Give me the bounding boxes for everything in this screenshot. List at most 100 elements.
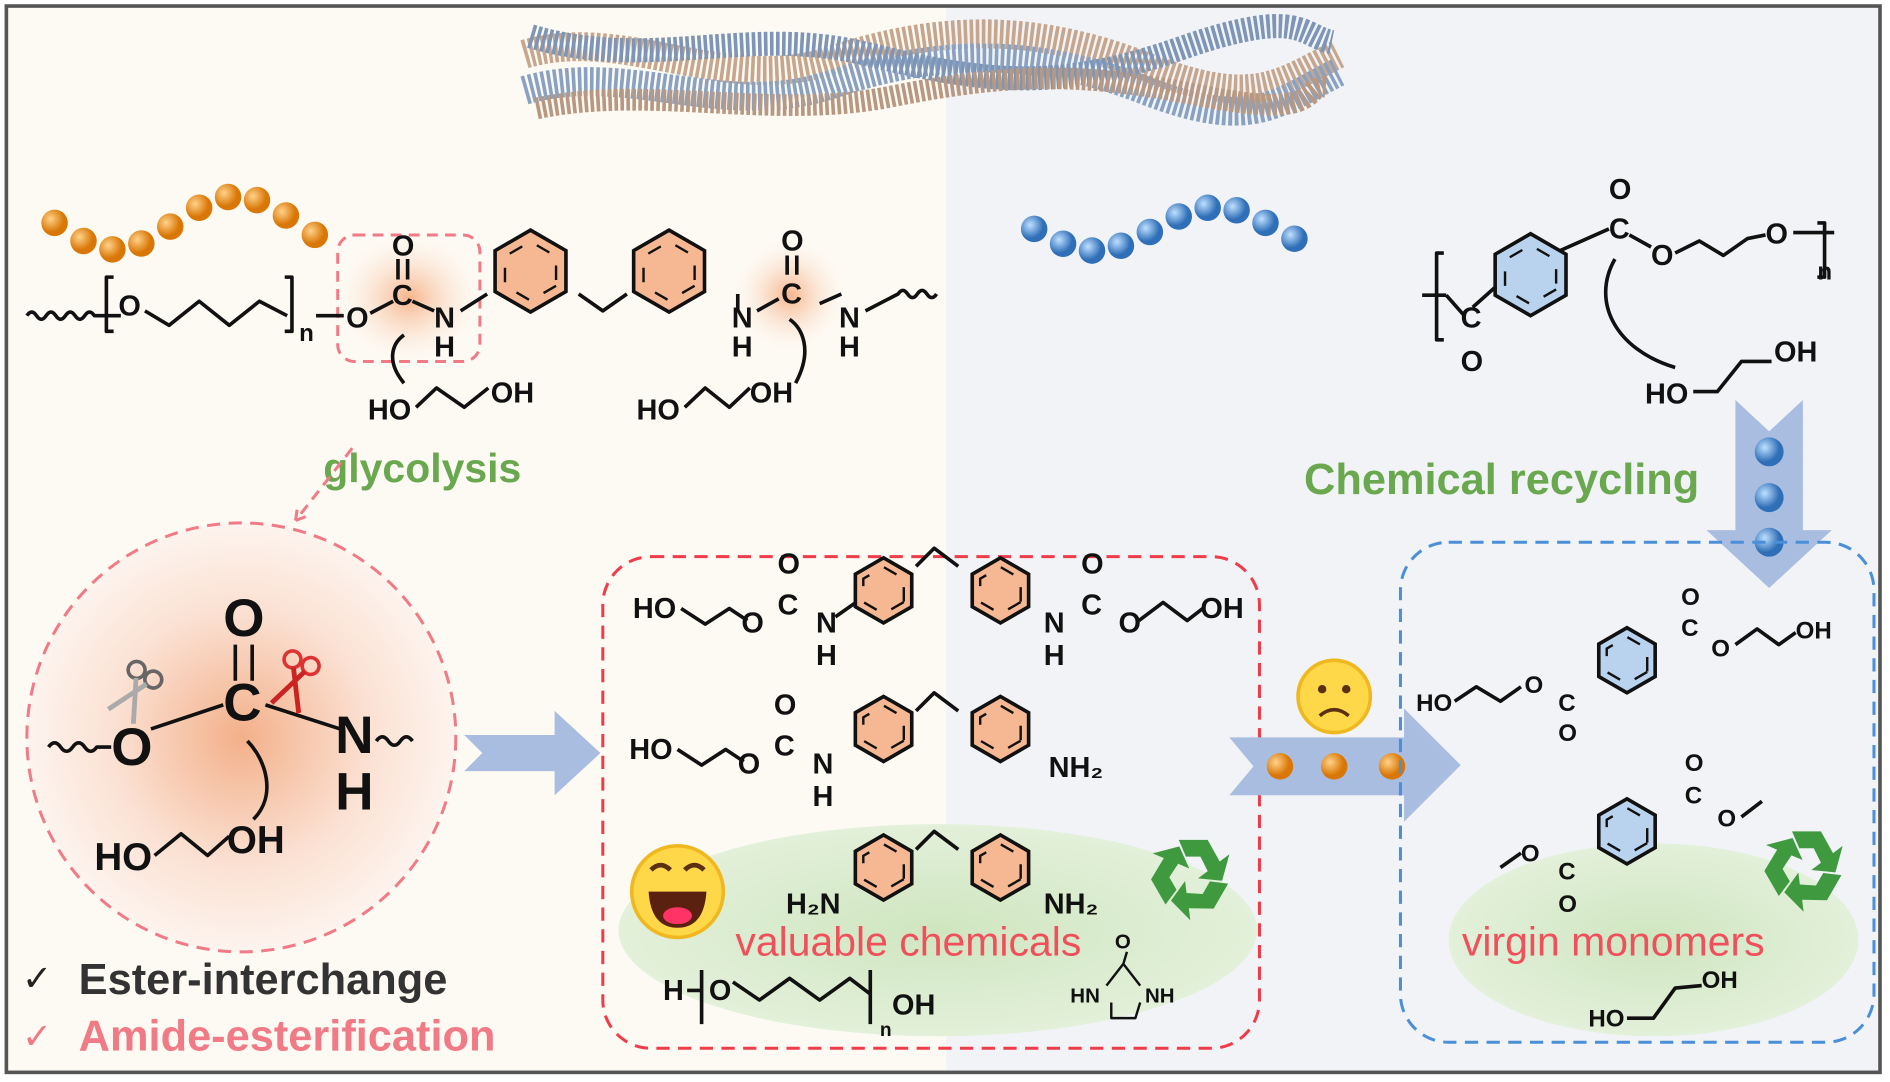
atom: N xyxy=(812,749,833,781)
atom: H xyxy=(335,763,373,822)
atom: C xyxy=(774,730,795,762)
polyurethane-structure: O n O O C N H N H O C N H HO OH HO OH xyxy=(25,226,939,426)
atom: O xyxy=(392,230,414,262)
polymer-fiber xyxy=(520,14,1345,126)
check-icon: ✓ xyxy=(22,1015,52,1056)
recycle-icon xyxy=(1764,831,1843,912)
atom: OH xyxy=(892,990,935,1022)
benzene-inner-bond xyxy=(978,565,1022,616)
atom: C xyxy=(778,589,799,621)
atom: HO xyxy=(633,593,676,625)
glycolysis-label: glycolysis xyxy=(323,445,521,491)
atom: O xyxy=(1119,608,1141,640)
bead xyxy=(41,209,68,237)
atom: HO xyxy=(629,734,672,766)
scissors-icon xyxy=(269,649,321,714)
recycle-arrow xyxy=(1792,831,1843,873)
mechanism-list: ✓ Ester-interchange ✓ Amide-esterificati… xyxy=(22,956,495,1061)
atom: O xyxy=(709,975,731,1007)
amide-esterification-label: Amide-esterification xyxy=(79,1013,496,1061)
benzene-inner-bond xyxy=(978,704,1022,754)
benzene-inner-bond xyxy=(862,565,905,616)
cleavage-detail: O C O N H HO OH xyxy=(25,521,458,954)
atom: HO xyxy=(94,836,152,879)
atom: C xyxy=(223,674,261,733)
atom: C xyxy=(1685,783,1702,810)
atom: HN xyxy=(1070,984,1100,1007)
atom: H xyxy=(812,781,833,813)
valuable-chemicals-label: valuable chemicals xyxy=(735,918,1081,964)
chemical-recycling-label: Chemical recycling xyxy=(1304,456,1699,504)
atom: O xyxy=(1717,806,1736,833)
atom: O xyxy=(778,549,800,581)
atom: N xyxy=(839,303,860,335)
pet-structure: C O C O O O n HO OH xyxy=(1422,174,1835,411)
benzene-inner-bond xyxy=(862,704,905,754)
atom: N xyxy=(732,303,753,335)
atom: H xyxy=(663,975,684,1007)
atom: C xyxy=(1681,615,1698,642)
atom: H₂N xyxy=(786,888,841,920)
atom: O xyxy=(1766,218,1788,250)
atom: NH xyxy=(1145,984,1175,1007)
atom: OH xyxy=(1702,967,1738,994)
bead xyxy=(1194,194,1221,221)
atom: O xyxy=(111,718,152,777)
bead xyxy=(1378,753,1406,780)
atom: O xyxy=(1081,549,1103,581)
bead xyxy=(1078,237,1106,264)
atom: C xyxy=(1461,303,1482,335)
atom: OH xyxy=(227,819,285,862)
atom: NH₂ xyxy=(1049,752,1104,784)
process-arrow xyxy=(464,710,601,796)
glycolysis-dashed-arrow xyxy=(294,447,354,522)
frame xyxy=(4,4,1882,1075)
atom: O xyxy=(1651,240,1673,272)
atom: O xyxy=(1525,672,1544,699)
atom: HO xyxy=(1645,379,1688,411)
atom: C xyxy=(1558,859,1575,886)
atom: O xyxy=(774,690,796,722)
bead xyxy=(1754,527,1784,557)
atom: N xyxy=(816,608,837,640)
bead xyxy=(99,236,126,263)
bead xyxy=(1136,218,1164,246)
scissors-icon xyxy=(106,659,164,724)
benzene-inner-bond xyxy=(862,842,905,893)
atom: N xyxy=(1044,608,1065,640)
atom: HO xyxy=(1588,1006,1624,1033)
atom: n xyxy=(299,320,314,347)
valuable-chemicals-box: HO O C O N H N H C O O OH HO O C O N H N… xyxy=(601,546,1261,1050)
atom: HO xyxy=(1416,690,1452,717)
virgin-monomers-label: virgin monomers xyxy=(1462,918,1765,964)
bead xyxy=(1320,753,1348,780)
bead xyxy=(243,186,271,214)
bead xyxy=(70,227,97,255)
atom: O xyxy=(1558,720,1577,747)
atom: C xyxy=(1558,690,1575,717)
atom: O xyxy=(346,303,368,335)
atom: NH₂ xyxy=(1044,888,1099,920)
orange-bead-chain xyxy=(41,183,329,263)
atom: O xyxy=(1685,750,1704,777)
atom: OH xyxy=(491,377,534,409)
atom: O xyxy=(1558,891,1577,918)
atom: H xyxy=(732,332,753,364)
happy-emoji-icon xyxy=(629,844,726,940)
benzene-inner-bond xyxy=(1605,635,1649,686)
atom: H xyxy=(816,640,837,672)
recycle-arrow xyxy=(1170,881,1229,921)
atom: H xyxy=(839,332,860,364)
recycle-arrow xyxy=(1151,846,1190,905)
atom: N xyxy=(434,303,455,335)
atom: C xyxy=(781,279,802,311)
bead xyxy=(1165,203,1193,230)
recycle-arrow xyxy=(1764,837,1803,897)
atom: O xyxy=(1681,584,1700,611)
atom: O xyxy=(741,608,763,640)
atom: OH xyxy=(1796,618,1832,645)
atom: OH xyxy=(1200,593,1243,625)
bead xyxy=(1049,230,1077,257)
bead xyxy=(1223,197,1250,224)
